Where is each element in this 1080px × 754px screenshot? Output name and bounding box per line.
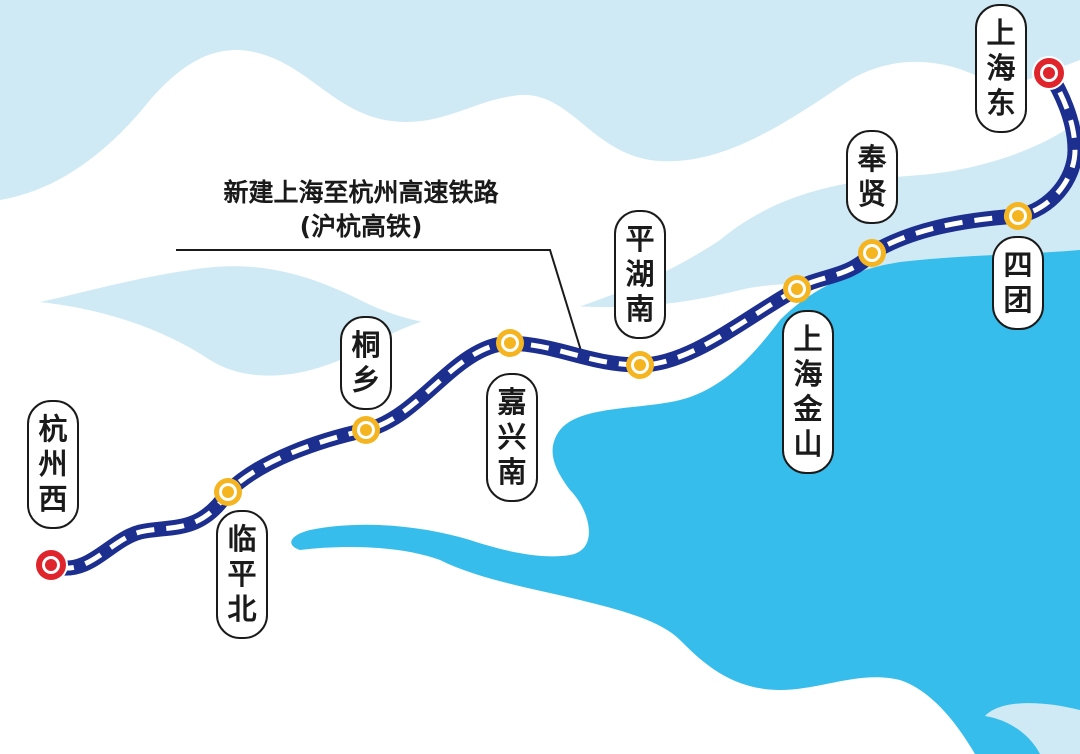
sea-hangzhou-bay bbox=[291, 250, 1080, 754]
station-name-char: 北 bbox=[227, 592, 257, 626]
station-name-char: 奉 bbox=[857, 142, 887, 176]
station-marker-fengxian bbox=[858, 239, 886, 267]
station-name-char: 西 bbox=[38, 482, 68, 516]
station-name-char: 南 bbox=[625, 292, 655, 326]
route-short-name: (沪杭高铁) bbox=[299, 212, 423, 241]
station-label-shanghai-east: 上海东 bbox=[975, 4, 1027, 133]
station-name-char: 湖 bbox=[625, 257, 655, 291]
station-name-char: 团 bbox=[1003, 283, 1033, 317]
station-name-char: 杭 bbox=[38, 412, 68, 446]
station-label-jiaxing-south: 嘉兴南 bbox=[486, 373, 538, 502]
station-marker-linping-north bbox=[214, 478, 242, 506]
station-name-char: 海 bbox=[986, 51, 1016, 85]
station-label-shanghai-jinshan: 上海金山 bbox=[782, 310, 834, 474]
station-name: 嘉兴南 bbox=[497, 385, 526, 490]
station-name-char: 东 bbox=[986, 86, 1016, 120]
station-label-linping-north: 临平北 bbox=[216, 510, 268, 639]
station-name: 上海东 bbox=[986, 16, 1015, 121]
station-name: 临平北 bbox=[227, 522, 256, 627]
station-marker-pinghu-south bbox=[626, 351, 654, 379]
station-name: 桐乡 bbox=[351, 328, 380, 398]
station-name: 四团 bbox=[1003, 248, 1032, 318]
station-marker-jiaxing-south bbox=[496, 329, 524, 357]
station-marker-situan bbox=[1004, 202, 1032, 230]
station-name-char: 金 bbox=[793, 392, 823, 426]
route-title: 新建上海至杭州高速铁路 (沪杭高铁) bbox=[176, 176, 546, 244]
station-label-situan: 四团 bbox=[992, 236, 1044, 330]
route-name: 新建上海至杭州高速铁路 bbox=[223, 178, 499, 207]
station-name-char: 海 bbox=[793, 357, 823, 391]
station-marker-shanghai-east bbox=[1032, 56, 1066, 90]
station-name-char: 州 bbox=[38, 447, 68, 481]
station-name-char: 兴 bbox=[497, 420, 527, 454]
station-name-char: 平 bbox=[625, 222, 655, 256]
station-label-tongxiang: 桐乡 bbox=[340, 316, 392, 410]
station-name-char: 平 bbox=[227, 557, 257, 591]
station-label-pinghu-south: 平湖南 bbox=[614, 210, 666, 339]
station-name-char: 四 bbox=[1003, 248, 1033, 282]
station-marker-shanghai-jinshan bbox=[783, 275, 811, 303]
station-name-char: 桐 bbox=[351, 328, 381, 362]
station-name: 平湖南 bbox=[625, 222, 654, 327]
station-name: 杭州西 bbox=[38, 412, 67, 517]
land-upper-left bbox=[0, 50, 1080, 326]
station-name: 上海金山 bbox=[793, 322, 822, 462]
station-name: 奉贤 bbox=[857, 142, 886, 212]
station-name-char: 上 bbox=[793, 322, 823, 356]
station-marker-hangzhou-west bbox=[34, 548, 68, 582]
station-marker-tongxiang bbox=[352, 416, 380, 444]
station-name-char: 山 bbox=[793, 427, 823, 461]
station-name-char: 嘉 bbox=[497, 385, 527, 419]
station-label-hangzhou-west: 杭州西 bbox=[27, 400, 79, 529]
station-name-char: 上 bbox=[986, 16, 1016, 50]
station-name-char: 乡 bbox=[351, 363, 381, 397]
station-name-char: 临 bbox=[227, 522, 257, 556]
station-label-fengxian: 奉贤 bbox=[846, 130, 898, 224]
station-name-char: 南 bbox=[497, 455, 527, 489]
station-name-char: 贤 bbox=[857, 177, 887, 211]
route-title-leader bbox=[176, 249, 583, 355]
sandbar bbox=[985, 703, 1080, 754]
